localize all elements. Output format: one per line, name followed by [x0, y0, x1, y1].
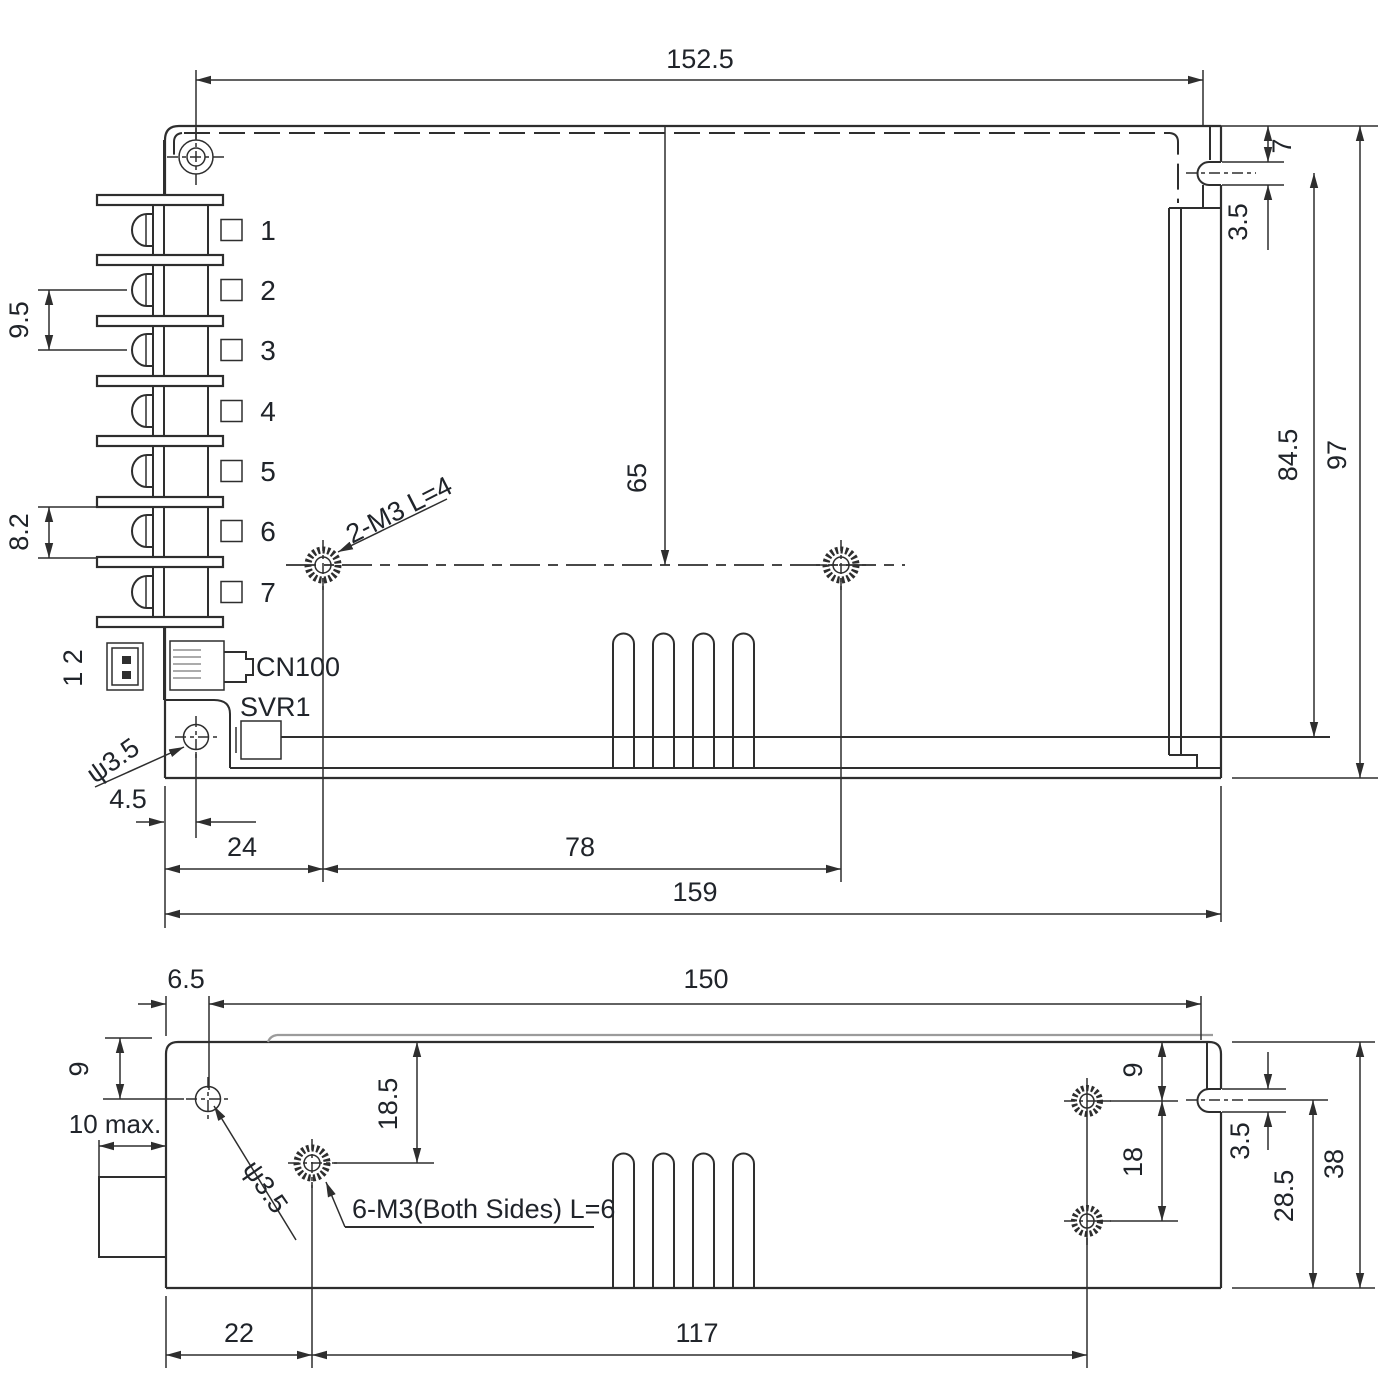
terminal-screws [131, 213, 152, 609]
bottom-view-holes [186, 1077, 1111, 1245]
chassis-mounting-holes [286, 540, 905, 590]
dim-inner-height: 84.5 [1273, 429, 1303, 482]
cn100-connector: CN100 [169, 640, 340, 691]
terminal-block: 1 2 3 4 5 6 7 [95, 140, 276, 700]
dim-hole-bottom-span: 117 [675, 1318, 718, 1348]
svr1-trimmer: SVR1 [235, 692, 311, 760]
bottom-right-slot [1196, 1088, 1221, 1113]
dim-right-hole-pitch: 18 [1118, 1147, 1148, 1177]
terminal-number-2: 2 [260, 275, 276, 306]
dim-flange-offset: 7 [1267, 138, 1297, 153]
front-connector-protrusion [98, 1176, 166, 1258]
dim-overall-height: 97 [1322, 440, 1352, 470]
bottom-view-heatsink-fins [612, 1152, 755, 1288]
dim-protrusion-depth: 10 max. [69, 1109, 162, 1139]
dim-slot-to-bottom: 28.5 [1269, 1170, 1299, 1223]
terminal-pin-squares [220, 218, 243, 604]
terminal-number-6: 6 [260, 516, 276, 547]
top-view: 2-M3 L=4 [4, 44, 1378, 928]
mounting-note-leader: 2-M3 L=4 [337, 470, 457, 553]
dim-slot-width-top: 3.5 [1223, 203, 1253, 241]
dim-hole-top-offset: 9 [64, 1061, 94, 1076]
dim-right-hole-offset: 9 [1118, 1062, 1148, 1077]
bottom-view-outline [98, 1033, 1246, 1290]
dim-terminal-pitch-b: 8.2 [4, 513, 34, 551]
dim-overall-width: 159 [672, 877, 717, 907]
dim-hole-left-span: 24 [227, 832, 257, 862]
cn100-label: CN100 [256, 652, 340, 682]
terminal-number-4: 4 [260, 396, 276, 427]
terminal-number-3: 3 [260, 335, 276, 366]
dim-hole-left-span-bottom: 22 [224, 1318, 254, 1348]
top-view-outline [163, 124, 1330, 780]
hole-diameter-label-bottom: ψ3.5 [237, 1155, 294, 1219]
dim-terminal-pitch-a: 9.5 [4, 301, 34, 339]
top-right-slot [1196, 161, 1221, 186]
side-mounting-note: 6-M3(Both Sides) L=6 [352, 1194, 615, 1224]
terminal-number-7: 7 [260, 577, 276, 608]
dim-center-height: 65 [622, 463, 652, 493]
top-view-dimensions: 152.5 65 7 3.5 84.5 97 9.5 8.2 [4, 44, 1378, 928]
dim-bottom-top-width: 150 [683, 964, 728, 994]
dim-hole-depth: 18.5 [373, 1078, 403, 1131]
bottom-view-notes: ψ3.5 6-M3(Both Sides) L=6 [213, 1105, 615, 1241]
dim-top-width: 152.5 [666, 44, 734, 74]
terminal-number-5: 5 [260, 456, 276, 487]
terminal-number-1: 1 [260, 215, 276, 246]
svr1-label: SVR1 [240, 692, 311, 722]
dim-hole-edge-offset: 4.5 [109, 784, 147, 814]
terminal-numbers: 1 2 3 4 5 6 7 [260, 215, 276, 608]
dim-hole-span: 78 [565, 832, 595, 862]
hole-diameter-label-top: ψ3.5 [81, 732, 145, 789]
dim-edge-to-hole: 6.5 [167, 964, 205, 994]
dim-slot-width-bottom: 3.5 [1225, 1122, 1255, 1160]
dim-bottom-overall-height: 38 [1319, 1149, 1349, 1179]
pin12-connector: 1 2 [58, 642, 144, 691]
pin12-label: 1 2 [58, 649, 88, 687]
top-view-right-rail [1168, 185, 1221, 768]
bottom-view: ψ3.5 6-M3(Both Sides) L=6 6.5 150 9 10 m… [64, 964, 1375, 1368]
mounting-note-label: 2-M3 L=4 [341, 470, 457, 549]
bottom-view-dimensions: 6.5 150 9 10 max. 18.5 9 18 3.5 [64, 964, 1375, 1368]
top-view-heatsink-fins [612, 632, 755, 768]
terminal-separator-bars [95, 193, 225, 629]
